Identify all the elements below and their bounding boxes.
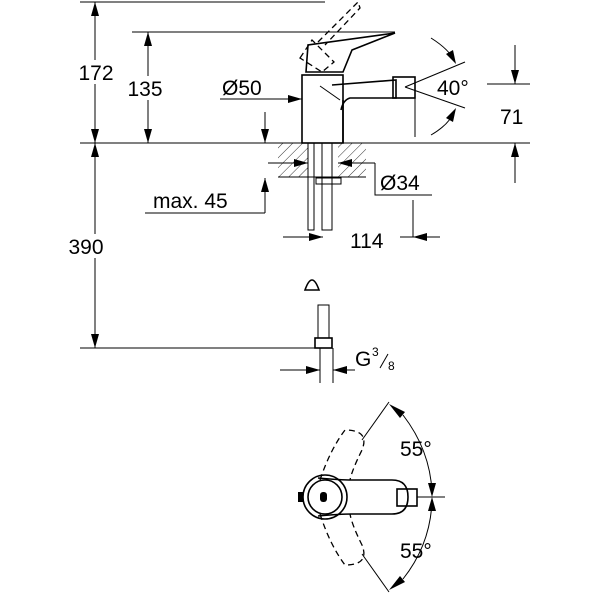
dimension-base-diameter: Ø50 <box>220 77 302 143</box>
thread-numerator: 3 <box>372 345 379 359</box>
dimension-135: 135 <box>124 32 170 143</box>
spout-reach-label: 114 <box>350 230 384 253</box>
thread-denominator: 8 <box>388 359 395 373</box>
lever-angle-down-label: 55° <box>400 540 432 563</box>
faucet-side-view <box>299 0 416 144</box>
total-height-label: 172 <box>78 62 113 85</box>
thread-letter: G <box>355 348 371 371</box>
dimension-390: 390 <box>60 143 110 348</box>
countertop-section <box>278 142 366 231</box>
dimension-172: 172 <box>78 2 114 143</box>
dimension-hole-diameter: Ø34 <box>268 159 432 196</box>
dimension-spout-angle: 40° <box>404 37 469 136</box>
hole-diameter-label: Ø34 <box>380 172 420 195</box>
dimension-71: 71 <box>487 45 530 183</box>
dimension-max-thickness: max. 45 <box>145 178 269 214</box>
faucet-top-view: 55° 55° <box>298 401 445 593</box>
dimension-spout-reach: 114 <box>283 200 440 253</box>
hose-end: G 3 8 <box>280 279 395 383</box>
outlet-height-label: 71 <box>500 106 523 129</box>
hose-length-label: 390 <box>68 236 103 259</box>
spout-angle-label: 40° <box>437 77 469 100</box>
base-diameter-label: Ø50 <box>222 77 262 100</box>
spout-height-label: 135 <box>127 78 162 101</box>
lever-angle-up-label: 55° <box>400 438 432 461</box>
max-thickness-label: max. 45 <box>153 190 228 213</box>
